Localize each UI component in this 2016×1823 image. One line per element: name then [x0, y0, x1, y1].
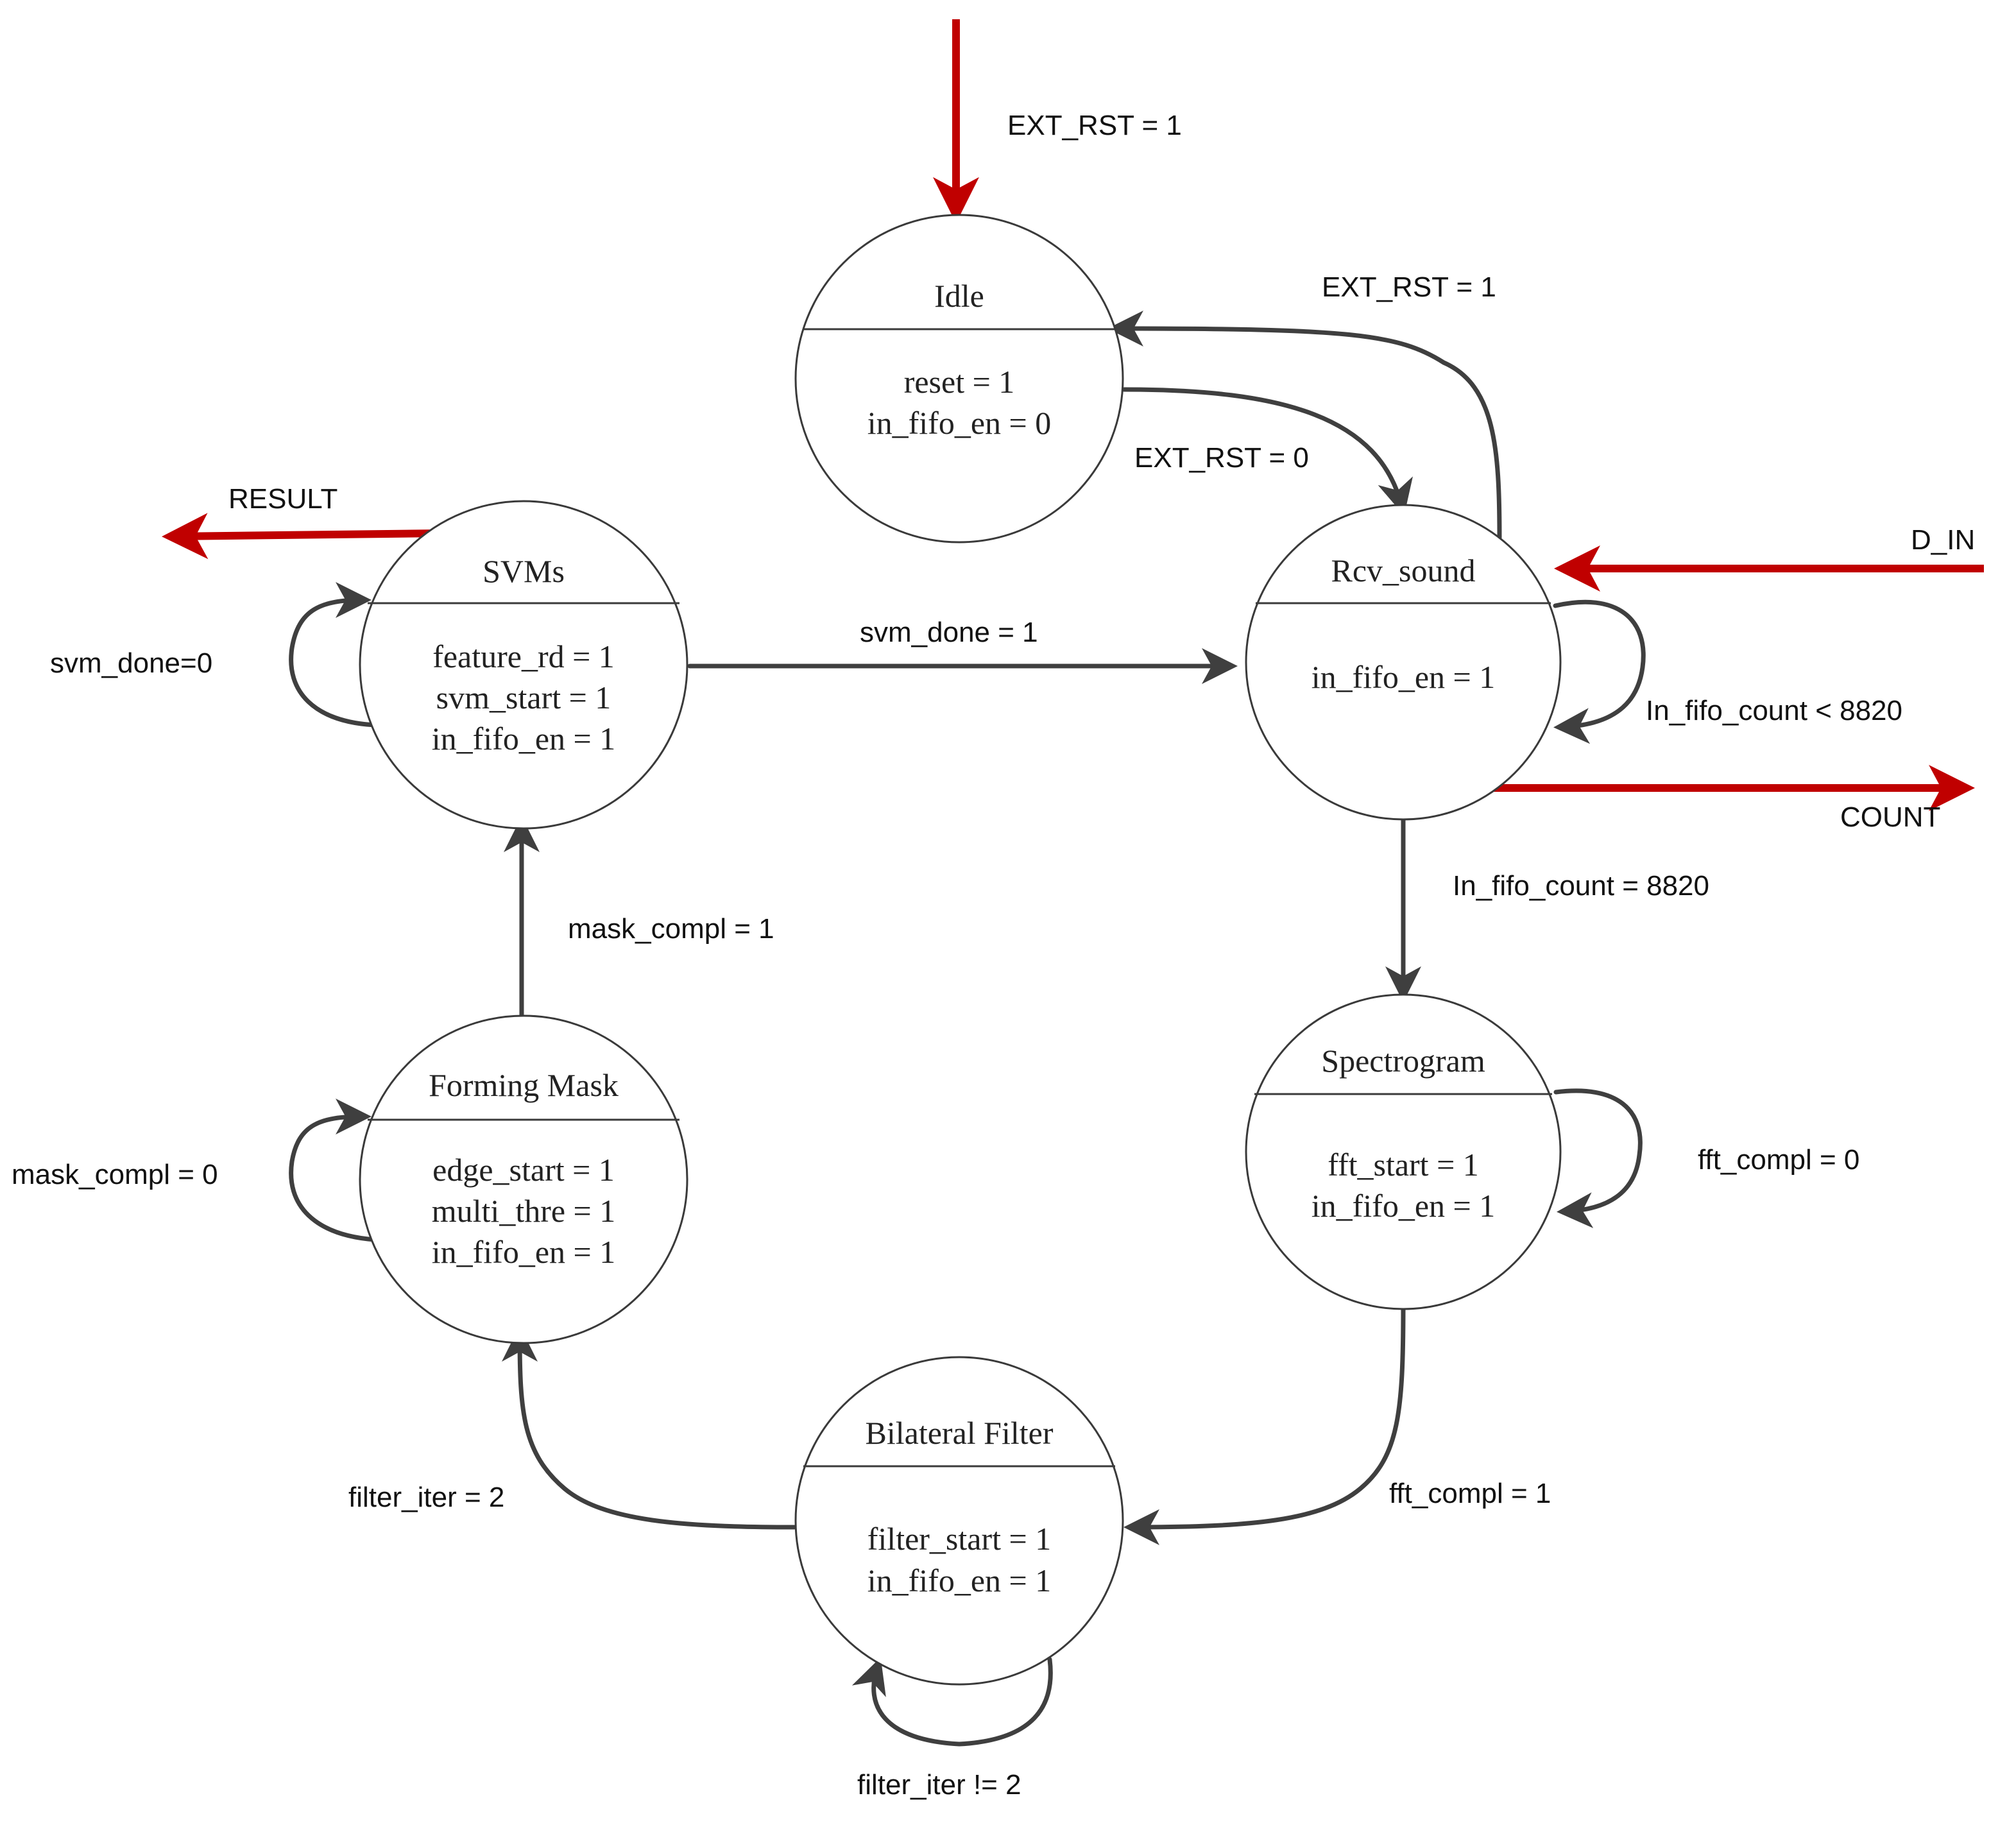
edge-spectrogram-to-filter: [1123, 1303, 1406, 1545]
state-idle-name: Idle: [934, 278, 984, 314]
edge-rcv-to-idle-label: EXT_RST = 1: [1322, 271, 1496, 303]
state-svms-action: svm_start = 1: [436, 680, 611, 715]
edge-mask-self-label: mask_compl = 0: [12, 1159, 218, 1190]
edge-filter-self-loop: [851, 1657, 1053, 1747]
edge-filter-to-mask: [502, 1326, 797, 1530]
ext-reset-entry-label: EXT_RST = 1: [1007, 110, 1182, 141]
edge-rcv-to-idle: [1107, 311, 1502, 540]
state-spectrogram: Spectrogram fft_start = 1 in_fifo_en = 1: [1245, 993, 1562, 1310]
edge-svms-self-loop: [289, 582, 378, 728]
edge-spectrogram-self-loop: [1553, 1088, 1643, 1229]
state-bilateral-filter-action: in_fifo_en = 1: [867, 1562, 1051, 1598]
state-bilateral-filter: Bilateral Filter filter_start = 1 in_fif…: [794, 1356, 1124, 1686]
state-svms-action: feature_rd = 1: [432, 638, 615, 674]
edge-svms-to-rcv-label: svm_done = 1: [860, 617, 1038, 648]
state-rcv-sound-action: in_fifo_en = 1: [1311, 659, 1495, 695]
edge-rcv-self-loop: [1553, 599, 1646, 744]
state-forming-mask-action: multi_thre = 1: [432, 1193, 616, 1229]
edge-idle-to-rcv: [1122, 387, 1413, 516]
state-idle: Idle reset = 1 in_fifo_en = 0: [794, 214, 1124, 543]
state-bilateral-filter-action: filter_start = 1: [867, 1521, 1051, 1557]
state-idle-action: in_fifo_en = 0: [867, 405, 1051, 441]
state-forming-mask-name: Forming Mask: [429, 1067, 619, 1103]
edge-filter-to-mask-label: filter_iter = 2: [348, 1482, 504, 1513]
state-forming-mask-action: in_fifo_en = 1: [432, 1234, 615, 1270]
edge-spectrogram-self-label: fft_compl = 0: [1698, 1144, 1859, 1176]
edge-filter-self-label: filter_iter != 2: [857, 1769, 1021, 1801]
state-svms: SVMs feature_rd = 1 svm_start = 1 in_fif…: [359, 500, 688, 830]
state-svms-action: in_fifo_en = 1: [432, 721, 615, 757]
state-rcv-sound-name: Rcv_sound: [1331, 552, 1476, 588]
state-forming-mask-action: edge_start = 1: [432, 1152, 615, 1188]
state-spectrogram-action: fft_start = 1: [1328, 1147, 1479, 1183]
state-bilateral-filter-name: Bilateral Filter: [866, 1415, 1054, 1451]
edge-mask-to-svms-label: mask_compl = 1: [568, 913, 774, 945]
edge-rcv-self-label: In_fifo_count < 8820: [1646, 695, 1902, 726]
state-rcv-sound: Rcv_sound in_fifo_en = 1: [1245, 504, 1562, 821]
result-signal-label: RESULT: [228, 483, 337, 515]
edge-mask-self-loop: [289, 1099, 378, 1242]
state-svms-name: SVMs: [483, 553, 565, 589]
edge-svms-self-label: svm_done=0: [50, 647, 212, 679]
result-output-arrow: [162, 513, 443, 560]
edge-spectrogram-to-filter-label: fft_compl = 1: [1389, 1478, 1551, 1509]
state-forming-mask: Forming Mask edge_start = 1 multi_thre =…: [359, 1014, 688, 1344]
state-spectrogram-action: in_fifo_en = 1: [1311, 1188, 1495, 1224]
edge-idle-to-rcv-label: EXT_RST = 0: [1134, 442, 1309, 474]
count-signal-label: COUNT: [1840, 801, 1940, 833]
state-idle-action: reset = 1: [904, 364, 1015, 400]
d-in-signal-label: D_IN: [1911, 524, 1975, 556]
state-spectrogram-name: Spectrogram: [1321, 1043, 1485, 1079]
edge-rcv-to-spectrogram-label: In_fifo_count = 8820: [1453, 870, 1709, 902]
